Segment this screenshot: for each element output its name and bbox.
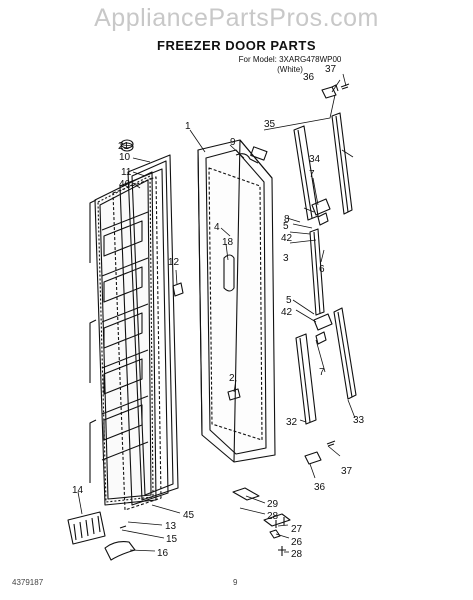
callout-28a: 28 bbox=[267, 511, 279, 522]
breaker-strip bbox=[112, 168, 169, 511]
callout-45: 45 bbox=[183, 510, 195, 521]
callout-37a: 37 bbox=[325, 64, 337, 75]
callout-5a: 5 bbox=[283, 221, 289, 232]
callout-36a: 36 bbox=[303, 72, 315, 83]
callout-14: 14 bbox=[72, 485, 84, 496]
top-trim bbox=[293, 125, 319, 221]
model-line: For Model: 3XARG478WP00 bbox=[238, 55, 342, 64]
door-liner bbox=[89, 171, 157, 506]
page-title: FREEZER DOOR PARTS bbox=[157, 38, 316, 53]
grille bbox=[67, 511, 106, 545]
right-trim-lower bbox=[333, 307, 357, 400]
page-number: 9 bbox=[233, 578, 238, 587]
document-number: 4379187 bbox=[12, 578, 44, 587]
callout-7b: 7 bbox=[319, 367, 325, 378]
callout-13: 13 bbox=[165, 521, 177, 532]
callout-2: 2 bbox=[229, 373, 235, 384]
cover bbox=[104, 541, 136, 561]
callout-8: 8 bbox=[284, 214, 290, 225]
bottom-hinge-cap bbox=[304, 451, 322, 465]
color-line: (White) bbox=[277, 65, 303, 74]
callout-27: 27 bbox=[291, 524, 303, 535]
handle-upper-cap bbox=[311, 198, 331, 226]
callout-1: 1 bbox=[185, 121, 191, 132]
callout-18: 18 bbox=[222, 237, 234, 248]
bottom-hinge-bracket bbox=[232, 487, 291, 528]
callout-32: 32 bbox=[286, 417, 298, 428]
callout-5b: 5 bbox=[286, 295, 292, 306]
callout-4: 4 bbox=[214, 222, 220, 233]
bottom-hinge-pin bbox=[269, 529, 286, 556]
screw bbox=[119, 525, 127, 529]
bottom-screw bbox=[326, 440, 336, 447]
callout-42a: 42 bbox=[281, 233, 293, 244]
callout-3: 3 bbox=[283, 253, 289, 264]
callout-7a: 7 bbox=[309, 169, 315, 180]
door-gasket bbox=[127, 154, 179, 501]
top-hinge-cap bbox=[321, 84, 339, 99]
handle-lower-cap bbox=[313, 313, 333, 345]
leader-lines bbox=[77, 73, 356, 553]
top-screw bbox=[340, 83, 350, 90]
plug bbox=[120, 139, 134, 152]
callout-46: 46 bbox=[119, 179, 131, 190]
right-trim-upper bbox=[331, 112, 353, 215]
part-callouts: 1 2 3 4 5 5 6 7 7 8 9 10 11 12 13 14 15 … bbox=[72, 64, 365, 560]
callout-21: 21 bbox=[118, 141, 130, 152]
callout-28b: 28 bbox=[291, 549, 303, 560]
callout-34: 34 bbox=[309, 154, 321, 165]
callout-16: 16 bbox=[157, 548, 169, 559]
callout-12: 12 bbox=[168, 257, 180, 268]
callout-6: 6 bbox=[319, 264, 325, 275]
callout-26: 26 bbox=[291, 537, 303, 548]
outer-door-panel bbox=[197, 139, 276, 463]
callout-37b: 37 bbox=[341, 466, 353, 477]
callout-11: 11 bbox=[121, 167, 132, 178]
callout-15: 15 bbox=[166, 534, 178, 545]
callout-10: 10 bbox=[119, 152, 131, 163]
callout-9: 9 bbox=[230, 137, 236, 148]
callout-35: 35 bbox=[264, 119, 276, 130]
callout-29: 29 bbox=[267, 499, 279, 510]
handle-middle bbox=[309, 228, 325, 316]
callout-33: 33 bbox=[353, 415, 365, 426]
callout-36b: 36 bbox=[314, 482, 326, 493]
watermark: AppliancePartsPros.com bbox=[94, 4, 379, 32]
callout-42b: 42 bbox=[281, 307, 293, 318]
bracket bbox=[172, 282, 184, 297]
bottom-trim bbox=[295, 333, 317, 425]
